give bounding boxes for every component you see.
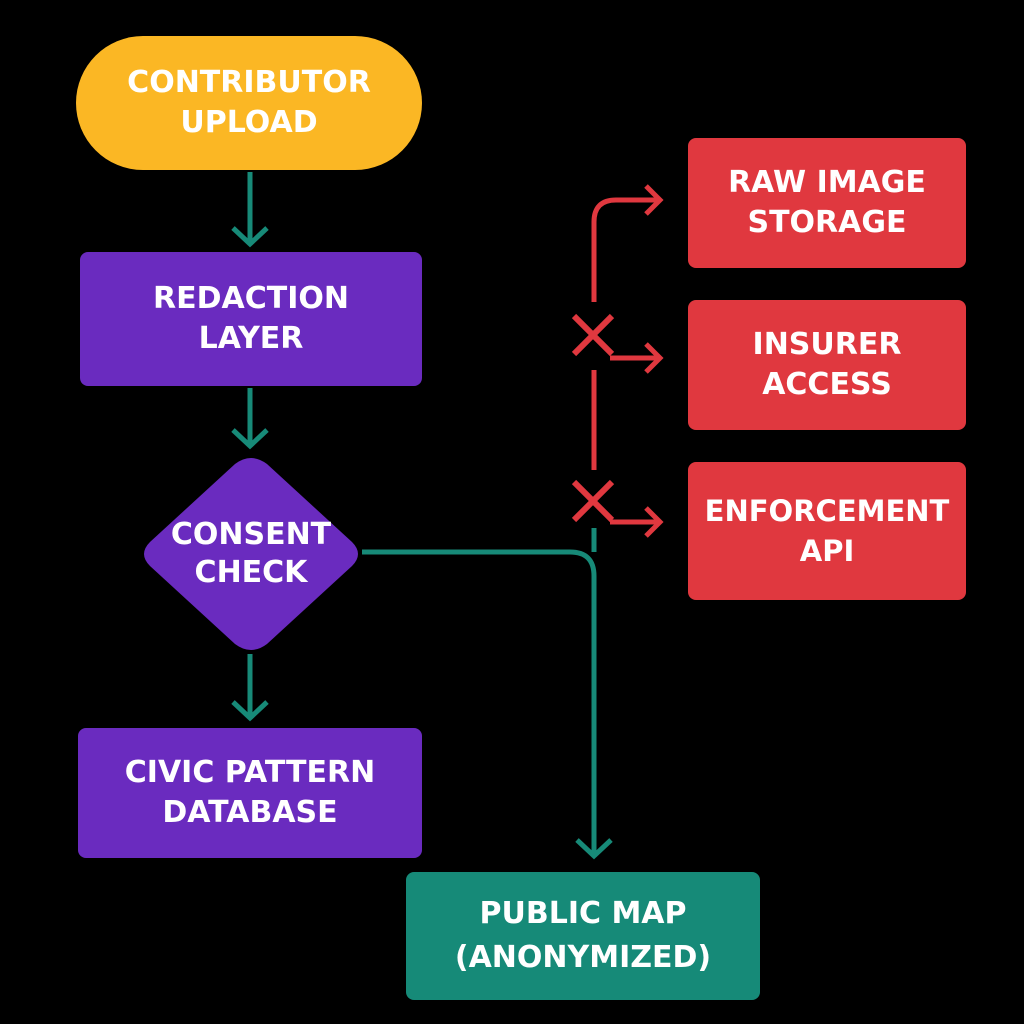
consent-check-label: CONSENT CHECK xyxy=(170,517,332,590)
link-consent-to-public-map xyxy=(362,528,613,860)
contributor-upload-label: CONTRIBUTOR UPLOAD xyxy=(127,65,371,140)
link-to-enforcement-api xyxy=(571,479,664,538)
enforcement-api-node: ENFORCEMENT API xyxy=(688,462,966,600)
redaction-layer-node: REDACTION LAYER xyxy=(80,252,422,386)
enforcement-api-label: ENFORCEMENT API xyxy=(704,494,950,568)
civic-pattern-database-node: CIVIC PATTERN DATABASE xyxy=(78,728,422,858)
link-upload-to-redaction xyxy=(231,172,269,248)
insurer-access-node: INSURER ACCESS xyxy=(688,300,966,430)
public-map-label: PUBLIC MAP (ANONYMIZED) xyxy=(454,896,712,975)
civic-pattern-database-label: CIVIC PATTERN DATABASE xyxy=(124,755,376,830)
insurer-access-label: INSURER ACCESS xyxy=(752,327,902,402)
link-to-raw-image-storage xyxy=(591,184,664,302)
public-map-node: PUBLIC MAP (ANONYMIZED) xyxy=(406,872,760,1000)
consent-check-node: CONSENT CHECK xyxy=(140,456,362,652)
link-redaction-to-consent xyxy=(231,388,269,450)
raw-image-storage-label: RAW IMAGE STORAGE xyxy=(728,165,926,240)
contributor-upload-node: CONTRIBUTOR UPLOAD xyxy=(76,36,422,170)
blocked-x-icon xyxy=(571,479,615,523)
raw-image-storage-node: RAW IMAGE STORAGE xyxy=(688,138,966,268)
link-consent-to-database xyxy=(231,654,269,722)
redaction-layer-label: REDACTION LAYER xyxy=(153,281,349,356)
blocked-x-icon xyxy=(571,313,615,357)
link-to-insurer-access xyxy=(571,313,664,470)
